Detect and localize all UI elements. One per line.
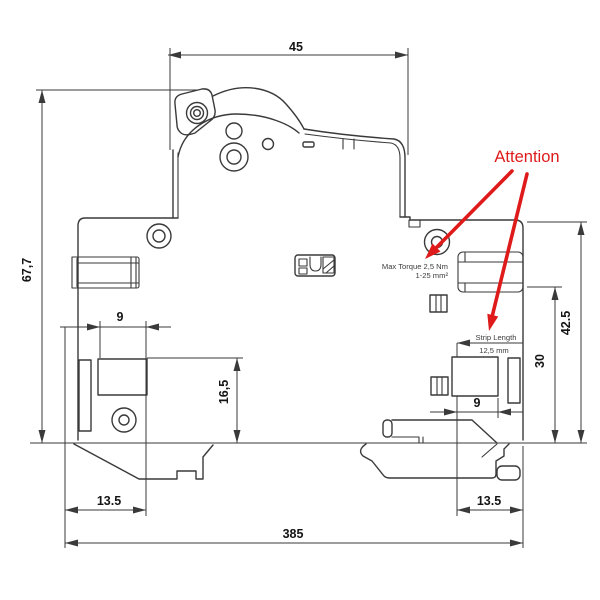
strip-length-value: 12,5 mm [479,346,509,355]
top-face-slot [302,141,315,148]
clamp-symbol-lower [430,376,449,396]
attention-arrow-to-torque [433,169,514,251]
dim-overall-width-label: 385 [283,527,304,541]
mechanism-dome [177,113,300,158]
left-foot [73,443,214,480]
max-torque-line1: Max Torque 2,5 Nm [382,262,448,271]
attention-label: Attention [494,148,559,166]
left-upper-terminal [76,256,140,289]
dimension-right-terminal-width: 9 [430,396,523,416]
mechanism-hub-inner [226,149,242,165]
right-screw-outer [423,228,451,256]
left-lower-screw-inner [118,414,130,426]
dim-right-height-upper-label: 42.5 [559,311,573,335]
dim-right-terminal-width-label: 9 [474,396,481,410]
dimension-left-terminal-height: 16,5 [217,358,241,443]
right-upper-terminal [457,251,524,293]
left-lower-terminal-box [97,358,148,396]
dimension-strip-length: Strip Length 12,5 mm [457,333,523,355]
left-screw-outer [146,223,172,249]
lever-pivot-mid [189,105,205,121]
clamp-symbol-upper [429,294,448,313]
dimension-left-terminal-width: 9 [60,310,171,331]
dimension-left-foot-width: 13.5 [65,494,146,514]
dimension-top-width: 45 [168,40,408,59]
dim-left-terminal-height-label: 16,5 [217,380,231,404]
attention-callout: Attention [425,148,560,331]
lever-pivot-inner [192,108,201,117]
dim-right-foot-width-label: 13.5 [477,494,501,508]
max-torque-note: Max Torque 2,5 Nm 1-25 mm² [382,262,449,280]
left-slot [78,359,92,432]
attention-arrowhead-torque [425,243,441,259]
left-screw-inner [152,229,166,243]
left-lower-screw-outer [111,407,137,433]
dim-overall-height-label: 67,7 [20,258,34,282]
dimension-right-height-upper: 42.5 [559,222,585,443]
breaker-body-outline [71,87,524,481]
lever-pivot-outer [185,101,209,125]
right-foot-din-clip [359,419,521,481]
extension-lines [30,48,587,548]
dim-top-width-label: 45 [289,40,303,54]
dimension-right-height-lower: 30 [533,287,559,443]
dimension-right-foot-width: 13.5 [457,494,523,514]
dim-left-foot-width-label: 13.5 [97,494,121,508]
mechanism-pin-small [261,137,275,151]
right-lower-terminal-box [451,356,499,397]
dim-right-height-lower-label: 30 [533,354,547,368]
right-slot [507,357,521,404]
strip-length-label: Strip Length [476,333,517,342]
attention-arrowhead-strip [487,313,499,331]
nameplate-detail [294,254,336,277]
mechanism-pin [225,122,243,140]
dimension-overall-height: 67,7 [20,90,46,443]
attention-arrow-to-strip [490,172,529,319]
max-torque-line2: 1-25 mm² [416,271,449,280]
mechanism-hub-outer [219,142,249,172]
dim-left-terminal-width-label: 9 [117,310,124,324]
toggle-lever [174,88,216,136]
dimension-overall-width: 385 [65,527,523,547]
lever-sweep-arc [212,87,305,130]
